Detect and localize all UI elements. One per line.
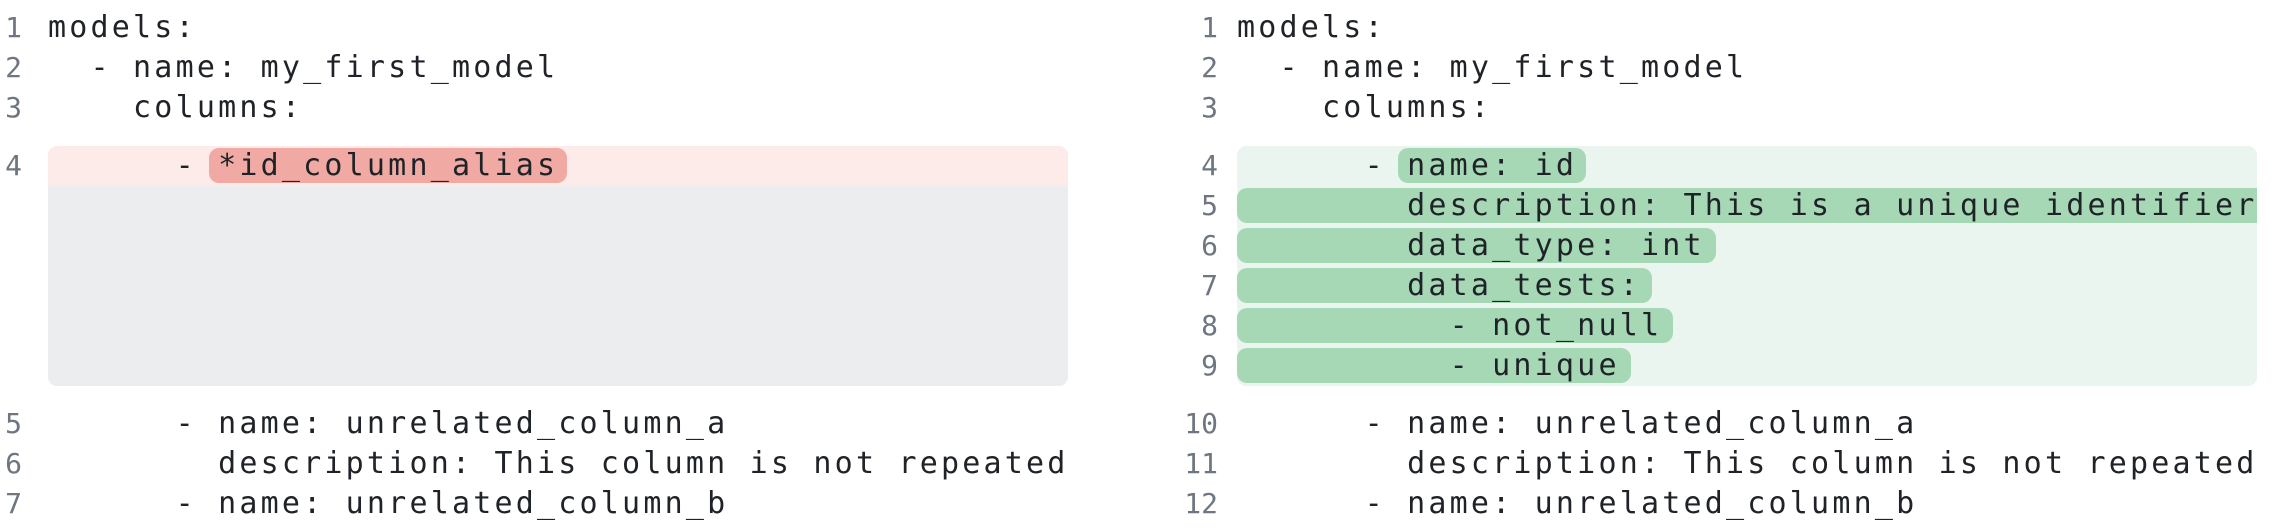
added-token: data_tests: <box>1237 268 1652 303</box>
code-line: 3 columns: <box>1139 88 2278 128</box>
removed-token: *id_column_alias <box>209 148 568 183</box>
collapsed-lines-placeholder <box>48 186 1068 386</box>
added-token: - not_null <box>1237 308 1674 343</box>
code-line: 4 - name: id <box>1139 146 2278 186</box>
code-line-content: - name: unrelated_column_a <box>48 406 729 441</box>
line-number: 8 <box>1201 309 1218 342</box>
code-line-content: columns: <box>48 90 304 125</box>
added-token: - unique <box>1237 348 1631 383</box>
line-number: 2 <box>1201 51 1218 84</box>
line-number: 9 <box>1201 349 1218 382</box>
code-line-content: - name: my_first_model <box>48 50 559 85</box>
line-number <box>0 186 48 386</box>
code-line: 7 - name: unrelated_column_b <box>0 484 1139 524</box>
code-line: 1 models: <box>1139 8 2278 48</box>
code-line: 2 - name: my_first_model <box>1139 48 2278 88</box>
code-line-content: description: This is a unique identifier… <box>1237 186 2257 226</box>
code-line: 2 - name: my_first_model <box>0 48 1139 88</box>
code-line-content: - name: unrelated_column_b <box>1237 486 1918 521</box>
code-line-content: - unique <box>1237 346 2257 386</box>
unchanged-prefix: - <box>48 148 219 183</box>
code-line-content: - not_null <box>1237 306 2257 346</box>
code-line-content: - *id_column_alias <box>48 146 1068 186</box>
removed-change-block: 4 - *id_column_alias <box>0 146 1139 386</box>
code-line-content: data_type: int <box>1237 226 2257 266</box>
line-number: 6 <box>5 447 22 480</box>
code-line: 11 description: This column is not repea… <box>1139 444 2278 484</box>
line-number: 1 <box>1201 11 1218 44</box>
added-token: data_type: int <box>1237 228 1716 263</box>
code-line-content: description: This column is not repeated… <box>1407 446 2257 481</box>
line-number: 2 <box>5 51 22 84</box>
code-line: 12 - name: unrelated_column_b <box>1139 484 2278 524</box>
line-number: 7 <box>1201 269 1218 302</box>
code-line: 5 - name: unrelated_column_a <box>0 404 1139 444</box>
code-line: 9 - unique <box>1139 346 2278 386</box>
code-line: 5 description: This is a unique identifi… <box>1139 186 2278 226</box>
collapsed-lines-placeholder-row <box>0 186 1139 386</box>
code-line: 8 - not_null <box>1139 306 2278 346</box>
code-line: 6 description: This column is not repeat… <box>0 444 1139 484</box>
line-number: 11 <box>1184 447 1218 480</box>
added-token: name: id <box>1398 148 1587 183</box>
line-number: 5 <box>1201 189 1218 222</box>
code-line: 7 data_tests: <box>1139 266 2278 306</box>
line-number: 3 <box>1201 91 1218 124</box>
added-token: description: This is a unique identifier… <box>1237 188 2257 223</box>
code-line-content: - name: unrelated_column_a <box>1237 406 1918 441</box>
code-line: 1 models: <box>0 8 1139 48</box>
code-line-content: models: <box>1237 10 1386 45</box>
code-line: 4 - *id_column_alias <box>0 146 1139 186</box>
code-line: 10 - name: unrelated_column_a <box>1139 404 2278 444</box>
code-line-content: - name: id <box>1237 146 2257 186</box>
line-number: 5 <box>5 407 22 440</box>
code-line-content: - name: unrelated_column_b <box>48 486 729 521</box>
line-number: 12 <box>1184 487 1218 520</box>
line-number: 3 <box>5 91 22 124</box>
unchanged-prefix: - <box>1237 148 1408 183</box>
code-line-content: - name: my_first_model <box>1237 50 1748 85</box>
line-number: 7 <box>5 487 22 520</box>
line-number: 10 <box>1184 407 1218 440</box>
code-line-content: models: <box>48 10 197 45</box>
code-line: 3 columns: <box>0 88 1139 128</box>
line-number: 6 <box>1201 229 1218 262</box>
code-line-content: columns: <box>1237 90 1493 125</box>
line-number: 4 <box>1201 149 1218 182</box>
code-line: 6 data_type: int <box>1139 226 2278 266</box>
line-number: 4 <box>5 149 22 182</box>
code-line-content: description: This column is not repeated… <box>218 446 1068 481</box>
code-line-content: data_tests: <box>1237 266 2257 306</box>
line-number: 1 <box>5 11 22 44</box>
